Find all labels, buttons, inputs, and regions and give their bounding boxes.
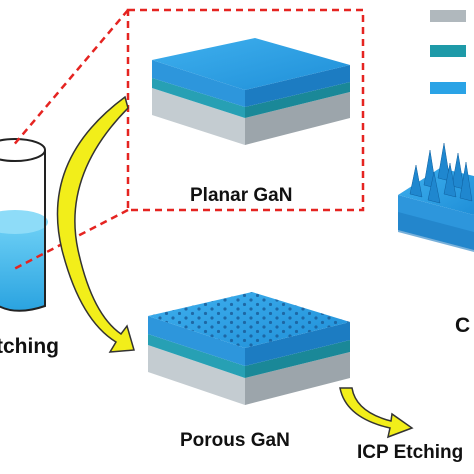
legend (430, 10, 466, 94)
legend-swatch-top-layer (430, 82, 466, 94)
planar-gan-label: Planar GaN (190, 185, 293, 206)
right-partial-label: C (455, 314, 471, 337)
legend-swatch-substrate (430, 10, 466, 22)
planar-gan-block (152, 38, 350, 145)
porous-gan-label: Porous GaN (180, 430, 290, 451)
porous-gan-block (148, 292, 350, 405)
curved-arrow-icon (56, 95, 135, 353)
etching-label: tching (0, 335, 59, 358)
curved-arrow-icon (339, 387, 414, 439)
nanocone-block (398, 142, 474, 252)
legend-swatch-middle-layer (430, 45, 466, 57)
icp-etching-label: ICP Etching (357, 442, 464, 463)
beaker-icon (0, 138, 48, 312)
